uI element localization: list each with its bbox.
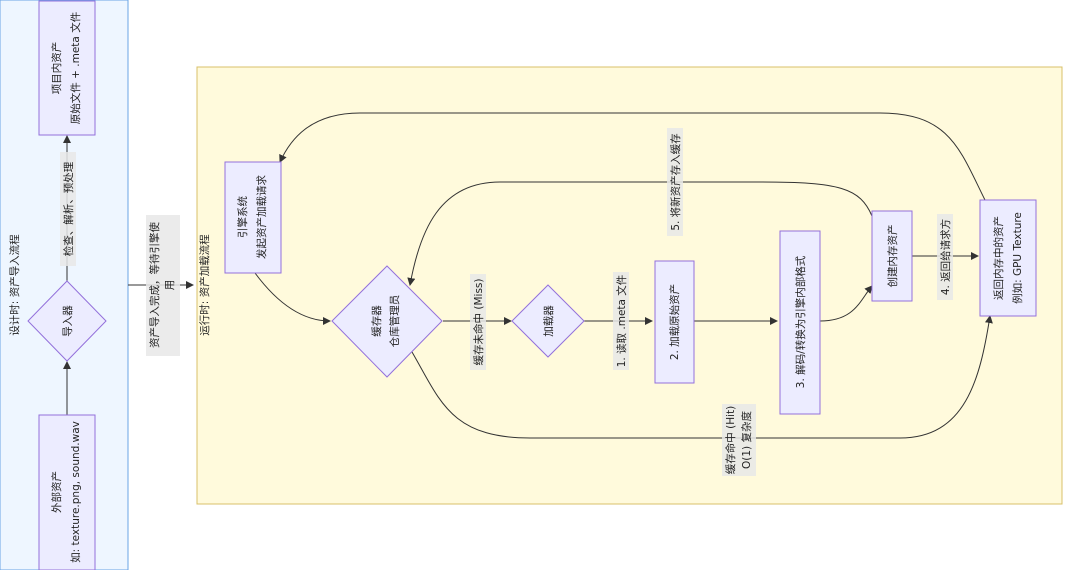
- node-cache-label-1: 仓库管理员: [388, 295, 401, 348]
- node-project-asset: [38, 0, 96, 136]
- edge-label-cache-hit-0: 缓存命中 (Hit): [724, 406, 737, 474]
- label-bg-store-cache: [667, 128, 683, 236]
- edge-engine-cache: [254, 272, 331, 325]
- label-bg-read-meta: [613, 272, 629, 370]
- label-bg-cache-hit: [722, 404, 756, 476]
- node-engine-system: [224, 161, 282, 274]
- node-return-memory-asset-label-1: 例如: GPU Texture: [1011, 212, 1024, 304]
- node-return-memory-asset-label-0: 返回内存中的资产: [992, 216, 1005, 300]
- node-importer: [27, 280, 107, 362]
- edge-decode-create: [819, 285, 873, 322]
- node-decode-label: 3. 解码/转换为引擎内部格式: [794, 255, 807, 388]
- node-cache-label-0: 缓存器: [370, 305, 383, 337]
- node-load-raw-asset: [654, 260, 695, 384]
- node-cache: [331, 265, 443, 378]
- node-loader: [511, 284, 585, 358]
- node-create-memory-asset-label: 创建内存资产: [886, 225, 899, 288]
- node-load-raw-asset-label: 2. 加载原始资产: [668, 284, 681, 360]
- edge-label-read-meta: 1. 读取 .meta 文件: [615, 275, 628, 368]
- node-project-asset-label-1: 原始文件 + .meta 文件: [69, 12, 82, 124]
- label-bg-import-check: [60, 152, 76, 266]
- edge-label-store-cache: 5. 将新资产存入缓存: [669, 133, 682, 231]
- edge-create-cache: [407, 181, 873, 286]
- edge-label-cache-miss: 缓存未命中 (Miss): [472, 279, 485, 366]
- design-cluster-title: 设计时: 资产导入流程: [8, 234, 21, 336]
- edge-label-import-done-0: 资产导入完成，等待引擎使: [148, 222, 161, 348]
- node-engine-system-label-0: 引擎系统: [236, 196, 249, 238]
- edge-cache-return: [411, 315, 993, 439]
- node-external-asset-label-1: 如: texture.png, sound.wav: [69, 421, 82, 563]
- node-create-memory-asset: [871, 210, 913, 302]
- edge-return-engine: [279, 112, 986, 201]
- node-decode: [779, 230, 821, 415]
- node-external-asset: [38, 414, 96, 570]
- label-bg-import-done: [146, 215, 180, 356]
- node-importer-label: 导入器: [62, 305, 74, 337]
- label-bg-return-req: [937, 214, 953, 300]
- runtime-cluster-title: 运行时: 资产加载流程: [198, 234, 211, 336]
- label-bg-cache-miss: [470, 274, 486, 370]
- edge-label-cache-hit-1: O(1) 复杂度: [740, 411, 753, 469]
- node-engine-system-label-1: 发起资产加载请求: [255, 175, 268, 259]
- edge-label-return-req: 4. 返回给请求方: [939, 219, 952, 295]
- edge-label-import-done-1: 用: [164, 280, 176, 291]
- node-project-asset-label-0: 项目内资产: [50, 42, 63, 95]
- node-external-asset-label-0: 外部资产: [50, 471, 63, 513]
- node-return-memory-asset: [979, 199, 1037, 317]
- runtime-cluster: [196, 66, 1063, 505]
- edge-label-import-check: 检查、解析、预处理: [62, 161, 75, 256]
- node-loader-label: 加载器: [543, 305, 555, 337]
